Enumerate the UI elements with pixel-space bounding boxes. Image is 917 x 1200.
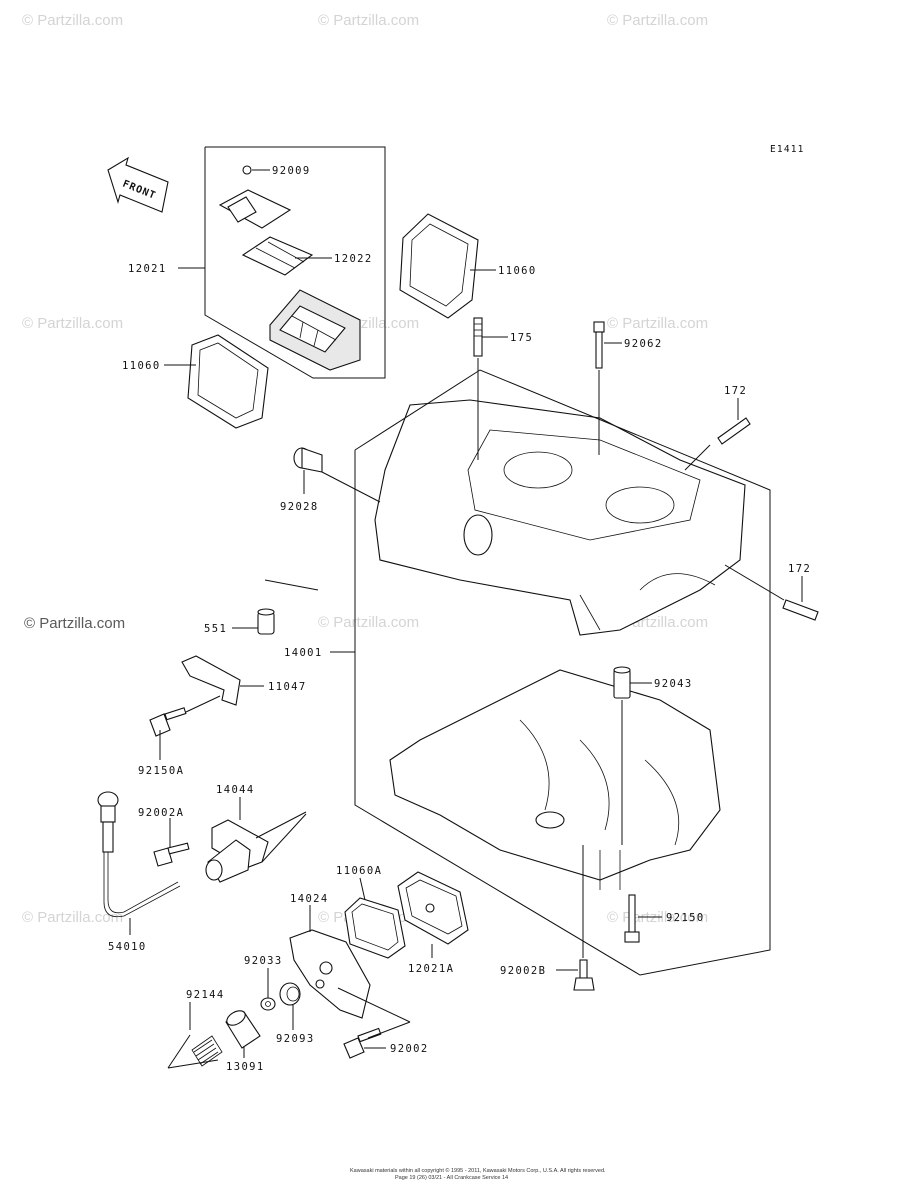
part-label-12022[interactable]: 12022 [334,253,373,265]
part-label-92062[interactable]: 92062 [624,338,663,350]
cover-14044[interactable] [205,819,269,883]
leader-lines [129,169,803,1058]
part-label-92002B[interactable]: 92002B [500,965,546,977]
bolt-92062[interactable] [593,321,605,369]
part-label-11060-left[interactable]: 11060 [122,360,161,372]
part-label-11047[interactable]: 11047 [268,681,307,693]
gasket-11060-top[interactable] [399,213,479,319]
part-label-92043[interactable]: 92043 [654,678,693,690]
bolt-92002[interactable] [343,1027,382,1059]
choke-cable-54010[interactable] [97,791,181,918]
part-label-14001[interactable]: 14001 [284,647,323,659]
part-label-14024[interactable]: 14024 [290,893,329,905]
part-label-92144[interactable]: 92144 [186,989,225,1001]
watermark: © Partzilla.com [22,909,123,926]
diagram-code: E1411 [770,144,805,155]
part-label-92028[interactable]: 92028 [280,501,319,513]
lower-crankcase[interactable] [389,669,721,890]
dowel-92043[interactable] [613,666,631,699]
bolt-92002A[interactable] [153,842,190,867]
watermark: © Partzilla.com [318,614,419,631]
footer-page: Page 19 (26) 03/21 - All Crankcase Servi… [395,1175,508,1181]
washer-92033[interactable] [260,997,276,1011]
plug-92028[interactable] [293,447,323,473]
spring-92144[interactable] [191,1035,223,1067]
footer-copyright: Kawasaki materials within all copyright … [350,1167,606,1174]
part-label-172-right[interactable]: 172 [788,563,811,575]
bracket-11047[interactable] [181,655,241,706]
plunger-13091[interactable] [224,1008,261,1049]
watermark: © Partzilla.com [22,315,123,332]
part-label-92002A[interactable]: 92002A [138,807,184,819]
part-label-11060A[interactable]: 11060A [336,865,382,877]
bolt-92150[interactable] [624,894,640,943]
stud-172-top[interactable] [717,417,751,445]
part-label-92002[interactable]: 92002 [390,1043,429,1055]
watermark-featured: © Partzilla.com [24,615,125,632]
bolt-92002B[interactable] [573,959,595,991]
watermark: © Partzilla.com [318,12,419,29]
bolt-92150A[interactable] [149,707,187,737]
part-label-551[interactable]: 551 [204,623,227,635]
part-label-11060-top[interactable]: 11060 [498,265,537,277]
part-label-14044[interactable]: 14044 [216,784,255,796]
crankcase-group-outline [354,369,771,976]
gasket-11060A[interactable] [344,897,406,959]
part-label-92009[interactable]: 92009 [272,165,311,177]
part-label-92033[interactable]: 92033 [244,955,283,967]
part-label-12021[interactable]: 12021 [128,263,167,275]
front-arrow-icon: FRONT [107,156,169,213]
dowel-pin-551[interactable] [257,608,275,635]
part-label-13091[interactable]: 13091 [226,1061,265,1073]
watermark: © Partzilla.com [607,315,708,332]
part-label-92150[interactable]: 92150 [666,912,705,924]
watermark: © Partzilla.com [607,12,708,29]
part-label-175[interactable]: 175 [510,332,533,344]
cover-14024[interactable] [289,929,371,1019]
collar-92093[interactable] [279,982,301,1006]
part-label-12021A[interactable]: 12021A [408,963,454,975]
part-label-92093[interactable]: 92093 [276,1033,315,1045]
part-label-54010[interactable]: 54010 [108,941,147,953]
part-label-92150A[interactable]: 92150A [138,765,184,777]
part-labels: 92009 12022 12021 11060 11060 175 92062 … [108,165,811,1073]
upper-crankcase[interactable] [374,399,746,636]
reed-valve-assembly[interactable] [204,146,386,379]
reed-valve-12021A[interactable] [397,871,469,945]
stud-172-right[interactable] [782,599,819,621]
gasket-11060-left[interactable] [187,334,269,429]
stud-175[interactable] [473,317,483,357]
part-label-172-top[interactable]: 172 [724,385,747,397]
watermark: © Partzilla.com [22,12,123,29]
